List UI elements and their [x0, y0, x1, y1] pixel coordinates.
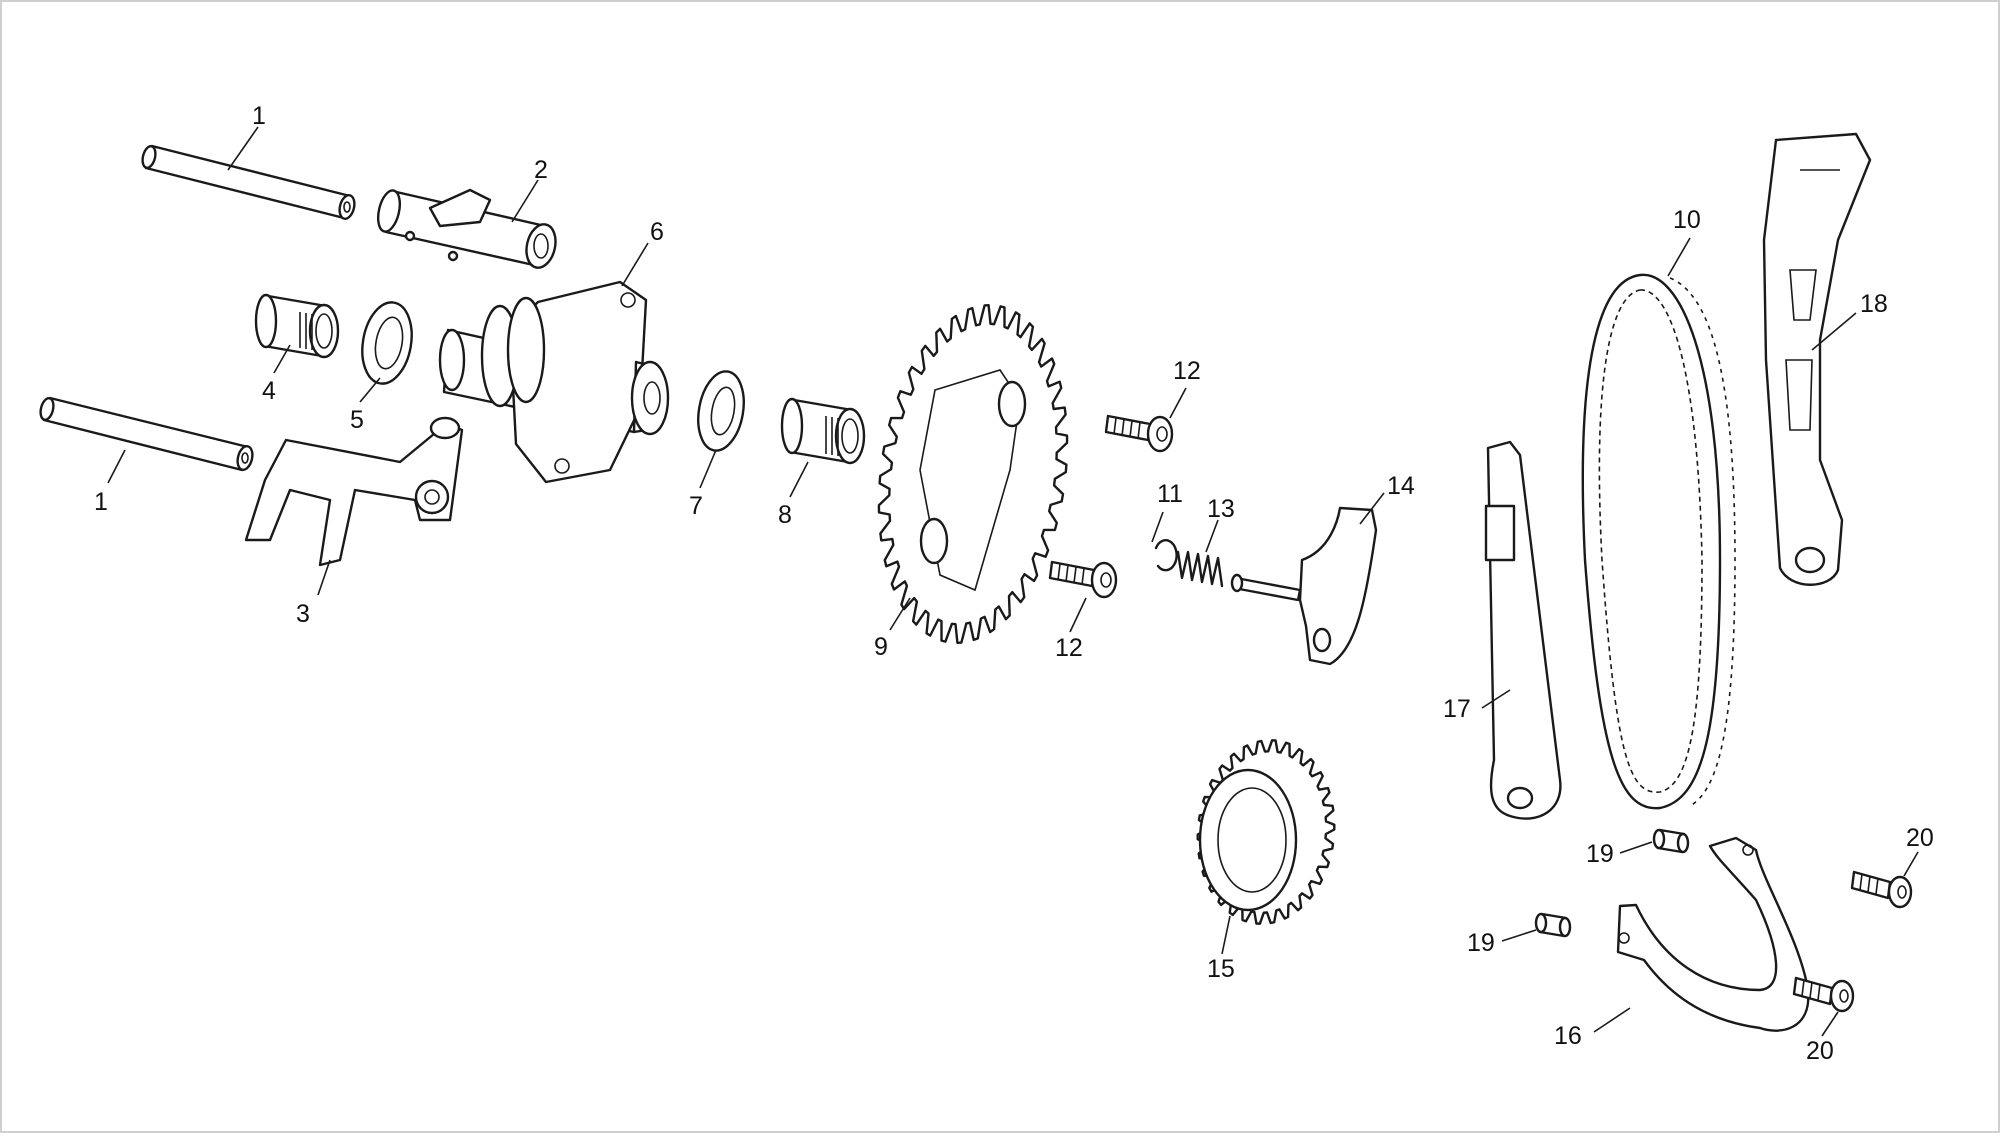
- callout-16: 16: [1554, 1022, 1582, 1050]
- part-tensioner-blade: [1762, 132, 1872, 586]
- callout-1-lower: 1: [94, 488, 108, 516]
- leader-10: [1667, 237, 1691, 277]
- callout-5: 5: [350, 406, 364, 434]
- callout-15: 15: [1207, 955, 1235, 983]
- part-screw-12-lower: [1048, 560, 1118, 599]
- part-crank-gear: [1196, 739, 1336, 925]
- callout-8: 8: [778, 501, 792, 529]
- leader-lines: [107, 126, 1919, 1037]
- part-needle-bearing-right: [780, 397, 866, 465]
- callout-11: 11: [1157, 480, 1183, 508]
- part-washer-7: [697, 370, 745, 452]
- leader-7: [699, 449, 717, 489]
- part-screw-20-lower: [1792, 976, 1855, 1013]
- part-tensioner-plunger: [1230, 506, 1378, 666]
- part-circlip: [1154, 539, 1178, 572]
- part-fork: [244, 416, 464, 567]
- callout-labels: 1 2 3 4 5 6 1 7 8 9 10 11 12 12 13 14 15…: [94, 102, 1934, 1065]
- part-spacer-19-lower: [1534, 912, 1572, 938]
- part-screw-12-upper: [1104, 414, 1174, 453]
- part-chain-guide-fixed: [1484, 440, 1562, 820]
- leader-14: [1359, 492, 1385, 525]
- part-rocker-arm: [376, 188, 557, 269]
- leader-5: [359, 377, 381, 403]
- part-spring: [1176, 550, 1224, 588]
- callout-10: 10: [1673, 206, 1701, 234]
- callout-19-lower: 19: [1467, 929, 1495, 957]
- part-rocker-shaft-upper: [141, 144, 356, 220]
- leader-3: [317, 559, 331, 596]
- leader-1-lower: [107, 449, 126, 484]
- part-spacer-19-upper: [1652, 828, 1690, 854]
- part-camshaft: [438, 280, 670, 484]
- part-rocker-shaft-lower: [39, 396, 254, 472]
- callout-20-lower: 20: [1806, 1037, 1834, 1065]
- leader-19-lower: [1501, 929, 1537, 942]
- callout-18: 18: [1860, 290, 1888, 318]
- part-needle-bearing-left: [254, 293, 340, 359]
- leader-4: [273, 344, 291, 374]
- leader-20-upper: [1903, 851, 1919, 877]
- part-timing-chain: [1581, 273, 1736, 810]
- callout-7: 7: [689, 492, 703, 520]
- leader-2: [511, 179, 539, 223]
- callout-13: 13: [1207, 495, 1235, 523]
- leader-19-upper: [1619, 841, 1653, 854]
- callout-1-upper: 1: [252, 102, 266, 130]
- callout-6: 6: [650, 218, 664, 246]
- callout-20-upper: 20: [1906, 824, 1934, 852]
- leader-13: [1205, 519, 1219, 553]
- part-chain-guard-strap: [1616, 836, 1810, 1032]
- leader-17: [1481, 689, 1511, 709]
- callout-14: 14: [1387, 472, 1415, 500]
- leader-9: [889, 597, 911, 631]
- leader-15: [1221, 915, 1231, 955]
- leader-20-lower: [1821, 1011, 1839, 1037]
- leader-12-upper: [1169, 387, 1187, 419]
- leader-18: [1811, 312, 1857, 351]
- part-cam-sprocket: [877, 304, 1069, 644]
- callout-3: 3: [296, 600, 310, 628]
- leader-8: [789, 461, 809, 498]
- leader-6: [621, 242, 649, 287]
- callout-17: 17: [1443, 695, 1471, 723]
- callout-12-upper: 12: [1173, 357, 1201, 385]
- leader-16: [1593, 1007, 1631, 1033]
- callout-19-upper: 19: [1586, 840, 1614, 868]
- leader-11: [1151, 511, 1164, 543]
- leader-1-upper: [227, 126, 259, 171]
- part-washer-5: [361, 301, 413, 385]
- callout-9: 9: [874, 633, 888, 661]
- callout-4: 4: [262, 377, 276, 405]
- callout-12-lower: 12: [1055, 634, 1083, 662]
- leader-12-lower: [1069, 597, 1087, 633]
- callout-2: 2: [534, 156, 548, 184]
- part-screw-20-upper: [1850, 870, 1913, 909]
